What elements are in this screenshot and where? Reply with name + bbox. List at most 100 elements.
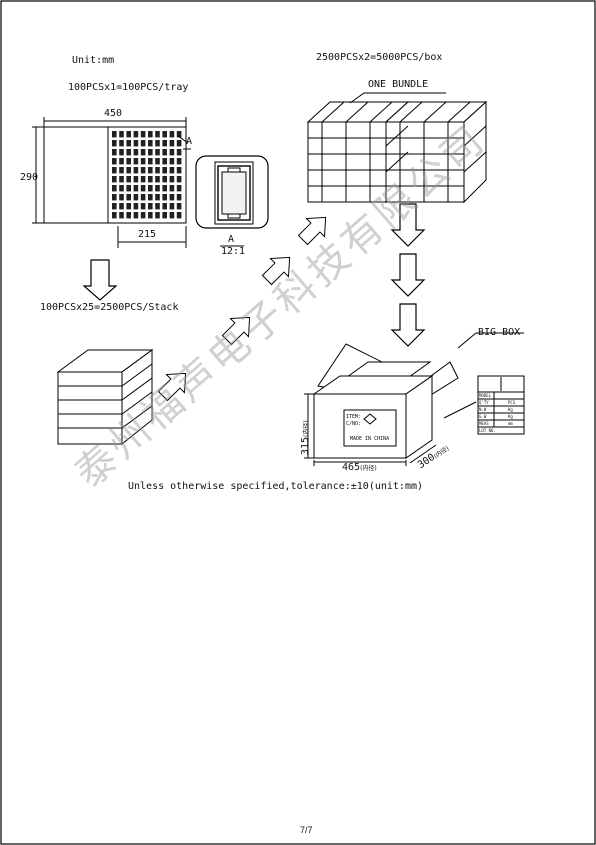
tray-cell bbox=[148, 131, 153, 138]
tray-cell bbox=[112, 149, 117, 156]
page-number: 7/7 bbox=[300, 825, 313, 835]
tray-cell bbox=[169, 194, 175, 201]
tray-cell bbox=[133, 158, 139, 165]
unit-label: Unit:mm bbox=[72, 55, 115, 66]
tray-cell bbox=[133, 149, 139, 156]
stack-drawing bbox=[56, 349, 154, 446]
arrow-down-icon bbox=[390, 253, 426, 297]
side-label-value: Kg bbox=[508, 407, 513, 412]
side-label-value: Kg bbox=[508, 414, 513, 419]
tray-cell bbox=[112, 131, 117, 138]
tray-cell bbox=[148, 140, 153, 147]
box-length-value: 465 bbox=[342, 462, 361, 473]
tray-cell bbox=[112, 203, 117, 210]
tray-cell bbox=[176, 194, 182, 201]
detail-a-drawing bbox=[195, 155, 269, 247]
tray-cell bbox=[162, 194, 167, 201]
tray-cell bbox=[119, 185, 124, 192]
tray-cell bbox=[112, 167, 117, 174]
tray-width-dimension: 450 bbox=[104, 108, 123, 119]
tray-cell bbox=[140, 140, 146, 147]
tray-cell bbox=[148, 185, 153, 192]
side-label-row: MODEL bbox=[479, 393, 492, 398]
tray-cell bbox=[119, 167, 124, 174]
tray-cell bbox=[162, 212, 167, 219]
tray-cell bbox=[140, 194, 146, 201]
arrow-up-right-icon bbox=[157, 372, 187, 402]
crate-slat bbox=[369, 101, 393, 123]
tray-cell bbox=[176, 176, 182, 183]
tray-cell bbox=[140, 158, 146, 165]
tray-cell bbox=[162, 140, 167, 147]
tray-cell bbox=[148, 194, 153, 201]
tray-cell bbox=[126, 131, 131, 138]
tray-cell bbox=[119, 176, 124, 183]
tray-cell bbox=[155, 158, 160, 165]
tray-cell bbox=[148, 212, 153, 219]
tray-cell bbox=[155, 140, 160, 147]
tray-cell bbox=[155, 176, 160, 183]
crate-slat bbox=[345, 101, 369, 123]
tray-cell bbox=[126, 140, 131, 147]
front-label-item: ITEM: bbox=[346, 414, 362, 420]
side-label-value: mm bbox=[508, 421, 513, 426]
tray-cell bbox=[126, 149, 131, 156]
tray-cell bbox=[169, 149, 175, 156]
tray-cell bbox=[148, 203, 153, 210]
crate-slat bbox=[385, 125, 409, 147]
box-length-dimension: 465(内径) bbox=[342, 462, 377, 473]
tray-cell bbox=[140, 203, 146, 210]
detail-scale: 12:1 bbox=[221, 246, 246, 257]
tray-cell bbox=[126, 212, 131, 219]
tray-cell bbox=[126, 167, 131, 174]
arrow-up-right-icon bbox=[221, 316, 251, 346]
side-label-row: Q'TY bbox=[479, 400, 489, 405]
bundle-drawing bbox=[306, 92, 488, 204]
box-height-note: (内径) bbox=[303, 420, 310, 437]
tray-cell bbox=[155, 185, 160, 192]
tray-cell bbox=[126, 176, 131, 183]
tray-cell bbox=[169, 176, 175, 183]
crate-slat bbox=[463, 125, 487, 147]
tray-caption: 100PCSx1=100PCS/tray bbox=[68, 82, 189, 93]
tray-cell bbox=[176, 131, 182, 138]
tray-cell bbox=[169, 212, 175, 219]
crate-slat bbox=[423, 101, 447, 123]
tray-cell bbox=[162, 167, 167, 174]
arrow-down-icon bbox=[390, 303, 426, 347]
tray-cell bbox=[176, 149, 182, 156]
tray-cell bbox=[169, 185, 175, 192]
big-box-drawing bbox=[304, 332, 525, 466]
tray-cell bbox=[148, 176, 153, 183]
arrow-up-right-icon bbox=[261, 256, 291, 286]
tray-cell bbox=[133, 203, 139, 210]
box-height-dimension: 315(内径) bbox=[300, 420, 311, 455]
tray-cell bbox=[112, 194, 117, 201]
tray-cell bbox=[155, 212, 160, 219]
tray-cell bbox=[140, 149, 146, 156]
tray-cell bbox=[155, 131, 160, 138]
tray-cell bbox=[162, 203, 167, 210]
tray-cell bbox=[133, 176, 139, 183]
section-marker: A bbox=[186, 136, 193, 147]
tray-cell bbox=[155, 149, 160, 156]
front-label-cno: C/NO: bbox=[346, 421, 362, 427]
flow-arrows bbox=[82, 203, 426, 402]
crate-slat bbox=[321, 101, 345, 123]
tray-cell bbox=[112, 158, 117, 165]
tray-cell bbox=[126, 194, 131, 201]
tray-cell bbox=[112, 212, 117, 219]
box-quantity-caption: 2500PCSx2=5000PCS/box bbox=[316, 52, 443, 63]
one-bundle-label: ONE BUNDLE bbox=[368, 79, 429, 90]
tray-cell bbox=[126, 203, 131, 210]
tray-inner-width-dimension: 215 bbox=[138, 229, 157, 240]
front-label-made-in: MADE IN CHINA bbox=[350, 436, 390, 442]
tray-cell bbox=[140, 176, 146, 183]
tray-cell bbox=[169, 131, 175, 138]
side-label-row: G.W bbox=[479, 414, 487, 419]
detail-label: A bbox=[228, 234, 235, 245]
tray-height-dimension: 290 bbox=[20, 172, 39, 183]
